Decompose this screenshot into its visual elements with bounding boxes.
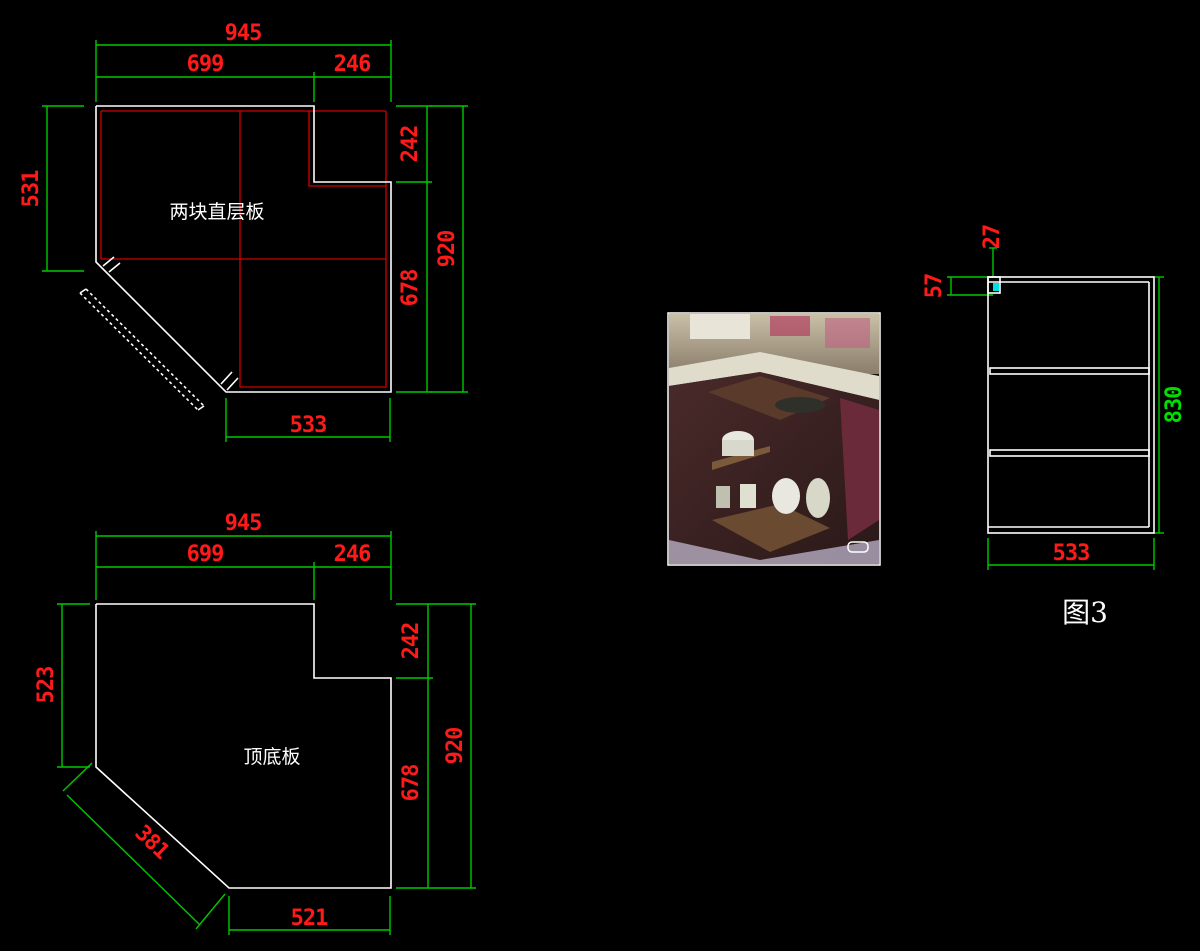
top-bottom-notch-height-dim: 242 [399,623,424,660]
side-top-offset-dim: 57 [922,274,947,299]
side-top-gap-dim: 27 [980,225,1005,250]
shelf-plan-label: 两块直层板 [169,201,264,223]
corner-cabinet-photo-icon [667,312,881,566]
top-bottom-dimension-lines [57,531,476,935]
top-bottom-right-width-dim: 246 [334,542,371,567]
shelf-right-lower-height-dim: 678 [398,270,423,307]
top-bottom-left-width-dim: 699 [187,542,224,567]
shelf-left-height-dim: 531 [19,170,44,207]
shelf-plan-outline [79,105,392,411]
shelf-bottom-width-dim: 533 [290,413,327,438]
top-bottom-right-lower-height-dim: 678 [399,765,424,802]
top-bottom-plan-view: 945 699 246 523 242 678 920 381 521 顶底板 [34,511,476,935]
shelf-plan-view: 945 699 246 531 242 678 920 533 两块直层板 [19,21,468,442]
top-bottom-outline [95,603,392,889]
top-bottom-bottom-width-dim: 521 [291,906,328,931]
shelf-notch-height-dim: 242 [398,126,423,163]
side-elevation-dimension-lines [947,247,1164,570]
shelf-right-width-dim: 246 [334,52,371,77]
top-bottom-total-width-dim: 945 [225,511,262,536]
shelf-plan-panel-grid [100,110,387,388]
figure-label: 图3 [1062,596,1108,629]
top-bottom-total-height-dim: 920 [443,728,468,765]
shelf-total-width-dim: 945 [225,21,262,46]
side-elevation-view: 27 57 830 533 图3 [922,225,1187,629]
side-height-dim: 830 [1162,387,1187,424]
top-bottom-plan-label: 顶底板 [243,746,300,768]
side-width-dim: 533 [1053,541,1090,566]
top-bottom-diagonal-dim: 381 [130,821,174,865]
side-elevation-corner-marker [993,283,999,291]
top-bottom-left-height-dim: 523 [34,667,59,704]
shelf-left-width-dim: 699 [187,52,224,77]
shelf-plan-dimension-lines [42,40,468,442]
shelf-total-height-dim: 920 [435,231,460,268]
side-elevation-outline [987,276,1155,534]
